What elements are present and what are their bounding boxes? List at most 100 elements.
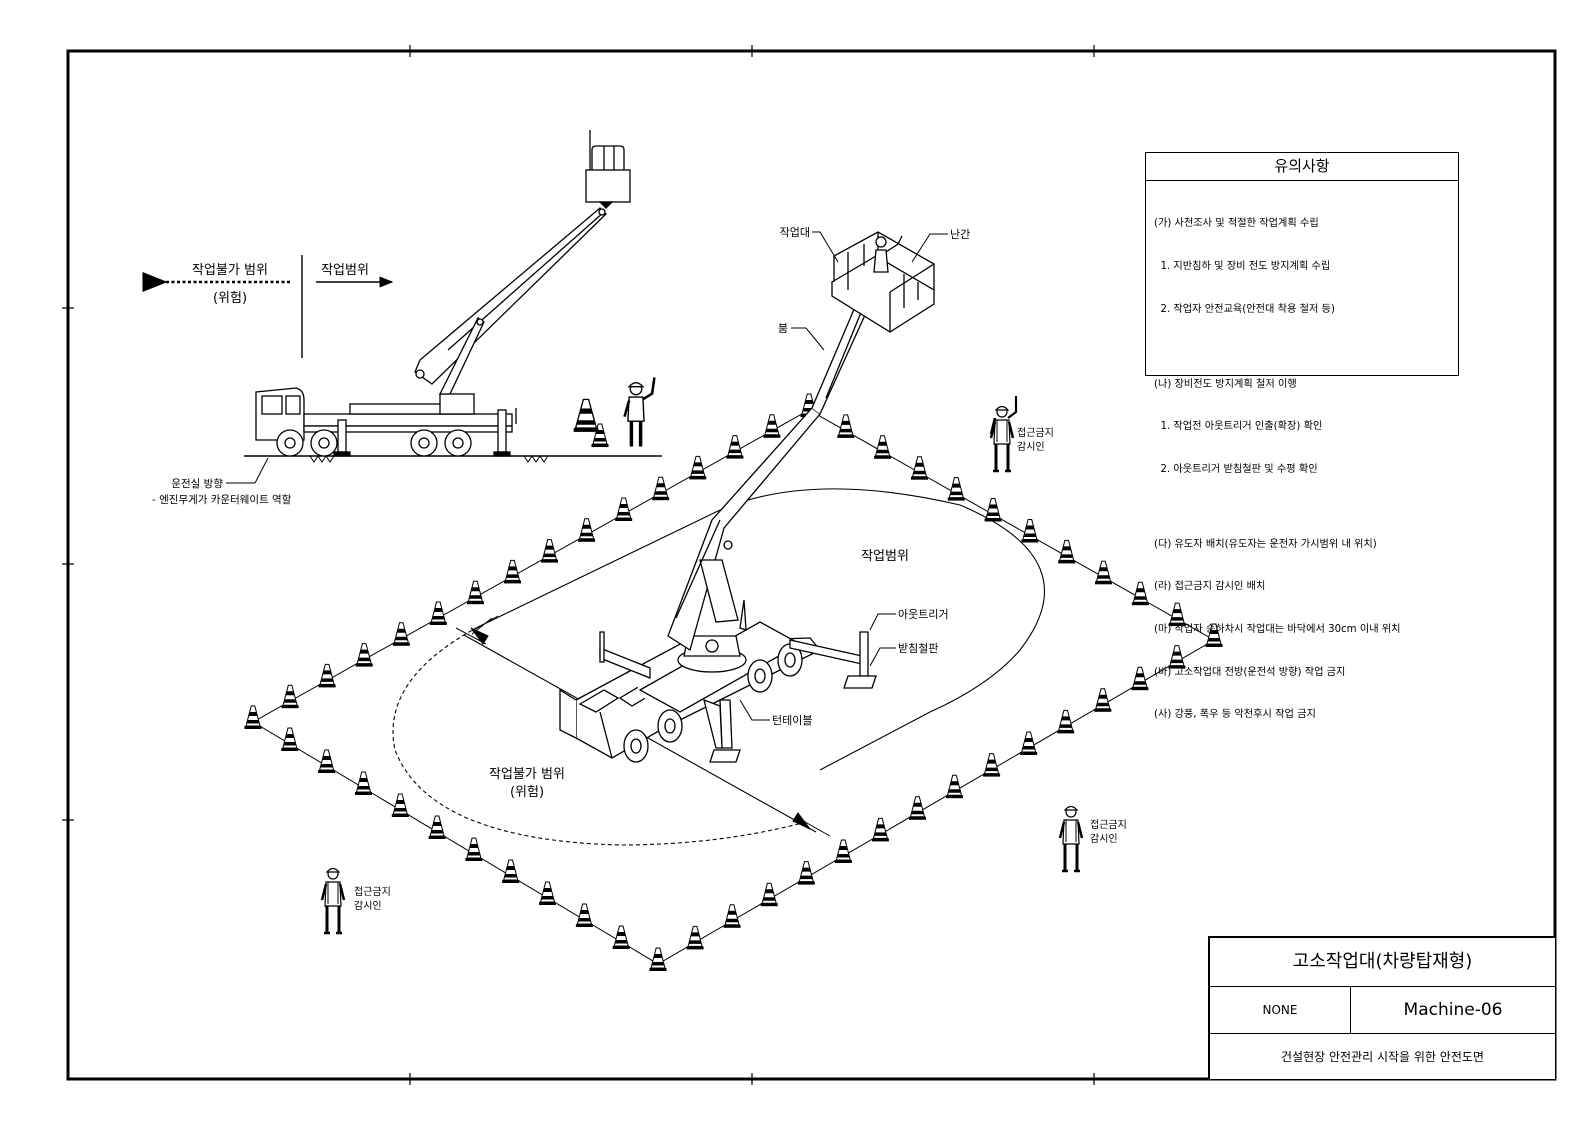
- traffic-cone: [392, 622, 410, 646]
- sheet-border: [66, 49, 1557, 1081]
- traffic-cone: [1020, 731, 1038, 755]
- traffic-cone: [1168, 645, 1186, 669]
- traffic-cone: [909, 796, 926, 820]
- traffic-cone: [946, 774, 963, 799]
- traffic-cone: [1057, 709, 1075, 734]
- traffic-cone: [649, 947, 667, 971]
- traffic-cone: [1058, 539, 1076, 564]
- traffic-cone: [1021, 519, 1039, 543]
- drawing-scale: NONE: [1210, 987, 1351, 1033]
- traffic-cone: [504, 559, 521, 584]
- traffic-cone: [760, 882, 778, 907]
- guard-top-right-line1: 접근금지: [1017, 427, 1054, 439]
- side-boom: [414, 207, 607, 395]
- note-item: (마) 작업자 승하차시 작업대는 바닥에서 30cm 이내 위치: [1154, 624, 1401, 636]
- traffic-cone: [318, 663, 336, 688]
- title-block: 고소작업대(차량탑재형) NONE Machine-06 건설현장 안전관리 시…: [1208, 936, 1555, 1079]
- guard-left-line2: 감시인: [354, 900, 382, 912]
- traffic-cone: [834, 839, 852, 863]
- counterweight-note: - 엔진무게가 카운터웨이트 역할: [152, 494, 292, 506]
- traffic-cone: [541, 539, 558, 563]
- base-plate-label: 받침철판: [898, 642, 938, 655]
- traffic-cone: [1094, 688, 1112, 712]
- work-range-label: 작업범위: [861, 549, 909, 564]
- notes-title: 유의사항: [1146, 153, 1458, 181]
- traffic-cone: [686, 925, 704, 950]
- guard-top-right-line2: 감시인: [1017, 441, 1045, 453]
- iso-outriggers: [599, 599, 877, 763]
- work-range-boundary: [477, 488, 1045, 771]
- traffic-cone: [874, 435, 892, 459]
- boom-label: 붐: [778, 322, 788, 335]
- outrigger-label: 아웃트리거: [898, 608, 949, 621]
- iso-turntable: [677, 635, 747, 673]
- traffic-cone: [1131, 666, 1149, 691]
- drawing-number: Machine-06: [1403, 1000, 1503, 1020]
- side-no-work-label: 작업불가 범위: [192, 263, 268, 278]
- iso-view: 작업대 난간 붐 작업범위 아웃트리거 받침철판 턴테이블 작업불가 범위 (위…: [244, 226, 1223, 971]
- cone-barrier: [244, 393, 1223, 971]
- traffic-cone: [466, 580, 484, 605]
- drawing-title: 고소작업대(차량탑재형): [1210, 938, 1555, 987]
- title-block-row: NONE Machine-06: [1210, 987, 1555, 1034]
- traffic-cone: [615, 497, 633, 521]
- iso-platform: [830, 231, 936, 333]
- cab-direction-label: 운전실 방향: [171, 478, 223, 490]
- side-view: 작업불가 범위 (위험) 작업범위 운전실 방향 - 엔진무게가 카운터웨이트 …: [142, 130, 662, 506]
- traffic-cone: [244, 705, 262, 729]
- note-item: 2. 작업자 안전교육(안전대 착용 철저 등): [1154, 303, 1335, 315]
- no-work-range-boundary: [392, 626, 807, 846]
- traffic-cone: [689, 455, 707, 480]
- traffic-cone: [871, 817, 889, 842]
- traffic-cone: [391, 793, 409, 817]
- note-item: 1. 지반침하 및 장비 전도 방지계획 수립: [1154, 261, 1331, 273]
- traffic-cone: [1205, 623, 1223, 647]
- note-item: (다) 유도자 배치(유도자는 운전자 가시범위 내 위치): [1154, 538, 1377, 550]
- platform-label: 작업대: [780, 226, 810, 239]
- traffic-cone: [1131, 581, 1149, 606]
- traffic-cone: [281, 727, 299, 751]
- guard-right-line1: 접근금지: [1090, 819, 1127, 831]
- traffic-cone: [947, 477, 965, 501]
- railing-label: 난간: [950, 228, 970, 241]
- iso-boom: [667, 299, 871, 652]
- traffic-cone: [429, 601, 447, 625]
- traffic-cone: [911, 456, 928, 480]
- border-ticks: [62, 45, 1095, 1085]
- guard-left: [320, 867, 346, 935]
- guard-left-line1: 접근금지: [354, 886, 391, 898]
- traffic-cone: [763, 414, 781, 438]
- iso-no-work-label: 작업불가 범위: [489, 767, 565, 782]
- traffic-cone: [575, 903, 593, 927]
- traffic-cone: [465, 837, 483, 861]
- note-item: 2. 아웃트리거 받침철판 및 수평 확인: [1154, 463, 1318, 475]
- turntable-label: 턴테이블: [772, 714, 812, 727]
- note-item: 1. 작업전 아웃트리거 인출(확장) 확인: [1154, 421, 1323, 433]
- traffic-cone: [318, 749, 336, 773]
- traffic-cone: [797, 861, 815, 885]
- traffic-cone: [723, 904, 741, 928]
- traffic-cone: [1095, 560, 1112, 585]
- guard-right: [1058, 805, 1084, 873]
- side-truck: [255, 387, 517, 457]
- notes-list: (가) 사전조사 및 적절한 작업계획 수립 1. 지반침하 및 장비 전도 방…: [1146, 181, 1458, 751]
- note-item: (사) 강풍, 폭우 등 악천후시 작업 금지: [1154, 709, 1316, 721]
- drawing-footer: 건설현장 안전관리 시작을 위한 안전도면: [1281, 1050, 1484, 1064]
- traffic-cone: [726, 435, 744, 459]
- side-platform: [585, 130, 631, 209]
- traffic-cone: [652, 476, 670, 501]
- side-flagman: [623, 377, 656, 447]
- traffic-cone: [502, 859, 520, 883]
- note-item: (라) 접근금지 감시인 배치: [1154, 581, 1266, 593]
- traffic-cone: [984, 498, 1002, 522]
- note-item: (바) 고소작업대 전방(운전석 방향) 작업 금지: [1154, 666, 1346, 678]
- iso-danger-label: (위험): [510, 785, 544, 800]
- traffic-cone: [281, 684, 299, 709]
- side-danger-label: (위험): [213, 291, 247, 306]
- note-item: (가) 사전조사 및 적절한 작업계획 수립: [1154, 218, 1319, 230]
- notes-box: 유의사항 (가) 사전조사 및 적절한 작업계획 수립 1. 지반침하 및 장비…: [1145, 152, 1459, 720]
- traffic-cone: [355, 643, 373, 667]
- traffic-cone: [578, 518, 596, 542]
- guard-right-line2: 감시인: [1090, 833, 1118, 845]
